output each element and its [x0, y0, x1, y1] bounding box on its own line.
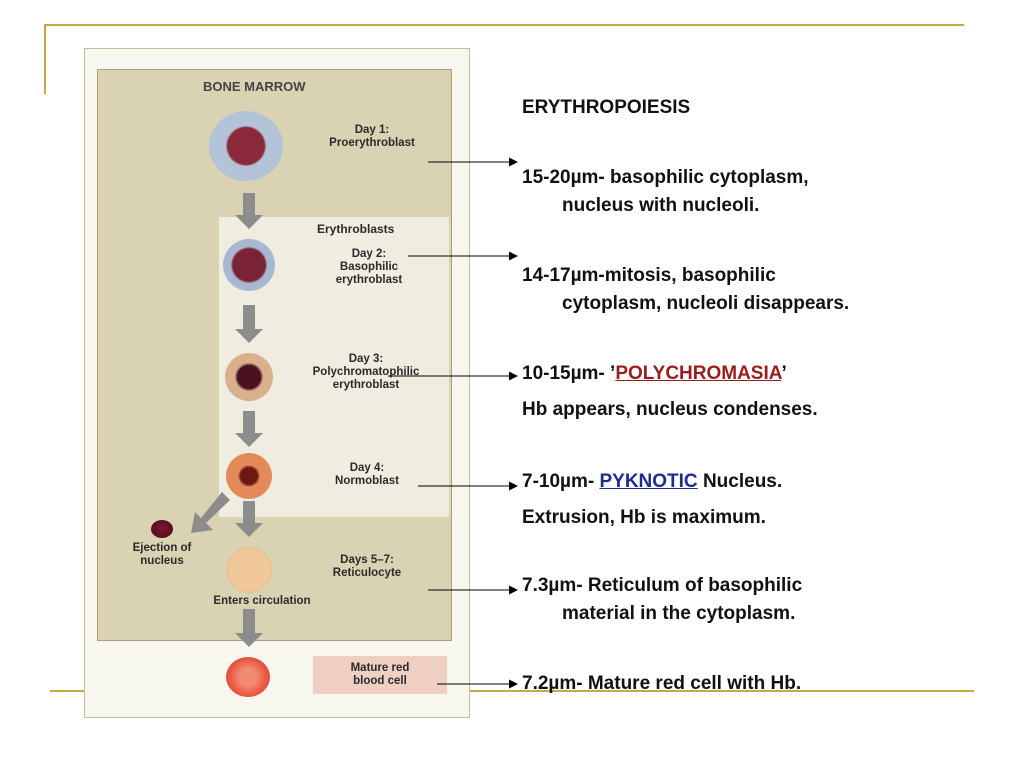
stage-3-name: Polychromatophilic erythroblast	[312, 366, 420, 391]
entry-5-line-1: 7.3µm- Reticulum of basophilic	[522, 575, 803, 596]
reticulocyte-cell	[226, 547, 272, 593]
ejected-nucleus-cell	[151, 520, 173, 538]
arrow-down-5	[235, 609, 263, 647]
mature-rbc-cell	[226, 657, 270, 697]
erythroblasts-label: Erythroblasts	[317, 222, 395, 236]
bottom-rule	[50, 690, 974, 692]
stage-2-name: Basophilic erythroblast	[335, 261, 403, 286]
stage-1-day: Day 1:	[354, 124, 390, 136]
entry-3-line-1: 10-15µm- ’POLYCHROMASIA’	[522, 360, 787, 388]
slide-title: ERYTHROPOIESIS	[522, 97, 691, 118]
entry-3-suffix: ’	[781, 363, 787, 384]
stage-4-day: Day 4:	[349, 462, 385, 474]
pyknotic-term: PYKNOTIC	[599, 471, 698, 492]
ejection-label: Ejection of nucleus	[132, 542, 192, 567]
bone-marrow-label: BONE MARROW	[203, 79, 306, 94]
proerythroblast-cell	[209, 111, 283, 181]
left-rule	[44, 24, 46, 94]
entry-1-line-2: nucleus with nucleoli.	[562, 195, 760, 216]
gray-arrow-shapes	[191, 193, 263, 647]
arrow-down-3	[235, 411, 263, 447]
arrow-down-4	[235, 501, 263, 537]
entry-4-prefix: 7-10µm-	[522, 471, 600, 492]
mature-rbc-box	[313, 656, 447, 694]
enters-circulation-label: Enters circulation	[213, 595, 311, 607]
entry-3-line-2: Hb appears, nucleus condenses.	[522, 399, 818, 420]
entry-2-line-2: cytoplasm, nucleoli disappears.	[562, 293, 850, 314]
entry-1-line-1: 15-20µm- basophilic cytoplasm,	[522, 167, 809, 188]
arrow-down-2	[235, 305, 263, 343]
normoblast-cell	[226, 453, 272, 499]
polychromatophilic-erythroblast-cell	[225, 353, 273, 401]
erythropoiesis-figure: BONE MARROW Erythroblasts Day 1: Proeryt…	[84, 48, 470, 718]
stage-5-day: Days 5–7:	[340, 554, 394, 566]
stage-4-name: Normoblast	[335, 475, 399, 487]
stage-1-name: Proerythroblast	[329, 137, 415, 149]
arrow-diagonal	[191, 492, 230, 533]
stage-3-day: Day 3:	[348, 353, 384, 365]
arrow-down-1	[235, 193, 263, 229]
polychromasia-term: POLYCHROMASIA	[615, 363, 782, 384]
entry-4-line-1: 7-10µm- PYKNOTIC Nucleus.	[522, 468, 782, 496]
entry-2-line-1: 14-17µm-mitosis, basophilic	[522, 265, 776, 286]
entry-6-line-1: 7.2µm- Mature red cell with Hb.	[522, 673, 802, 694]
entry-4-suffix: Nucleus.	[697, 471, 783, 492]
entry-4-line-2: Extrusion, Hb is maximum.	[522, 507, 766, 528]
mature-rbc-label: Mature red blood cell	[350, 662, 410, 687]
stage-5-name: Reticulocyte	[332, 567, 402, 579]
basophilic-erythroblast-cell	[223, 239, 275, 291]
top-rule	[44, 24, 964, 26]
entry-5-line-2: material in the cytoplasm.	[562, 603, 796, 624]
entry-3-prefix: 10-15µm- ’	[522, 363, 616, 384]
stage-2-day: Day 2:	[351, 248, 387, 260]
figure-arrows	[191, 193, 263, 647]
